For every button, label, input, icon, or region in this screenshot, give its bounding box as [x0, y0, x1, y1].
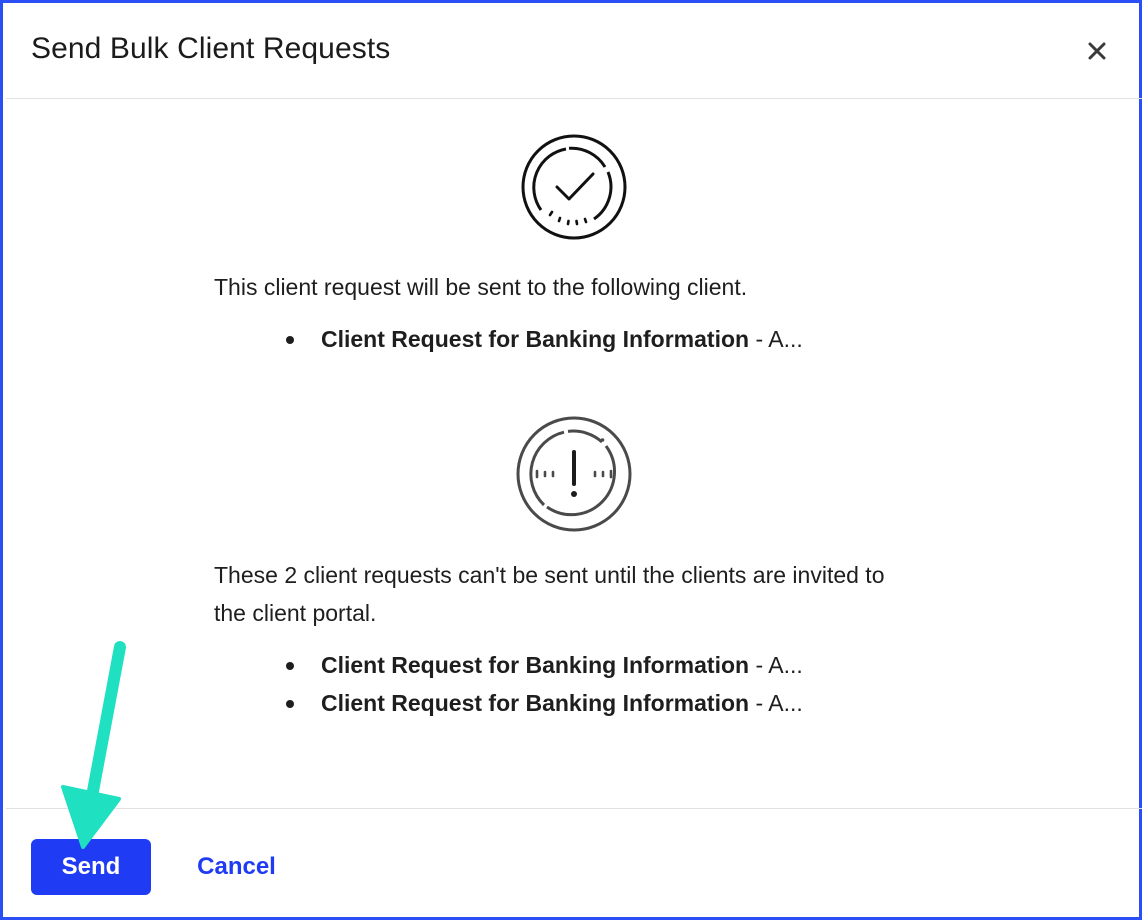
pointer-arrow-icon — [61, 641, 126, 849]
warning-message: These 2 client requests can't be sent un… — [214, 562, 885, 626]
list-item: Client Request for Banking Information -… — [286, 646, 803, 684]
request-name: Client Request for Banking Information — [321, 326, 750, 352]
dialog-title: Send Bulk Client Requests — [31, 32, 391, 65]
send-button[interactable]: Send — [31, 839, 151, 895]
request-name: Client Request for Banking Information — [321, 690, 750, 716]
cancel-button[interactable]: Cancel — [179, 839, 294, 895]
sendable-requests-list: Client Request for Banking Information -… — [286, 320, 803, 358]
request-suffix: - A... — [749, 690, 803, 716]
request-suffix: - A... — [749, 326, 803, 352]
close-icon — [1088, 42, 1106, 60]
check-circle-icon — [521, 134, 627, 240]
exclamation-circle-icon — [516, 416, 632, 532]
list-item: Client Request for Banking Information -… — [286, 320, 803, 358]
close-button[interactable] — [1082, 36, 1112, 66]
success-message: This client request will be sent to the … — [214, 274, 748, 300]
request-suffix: - A... — [749, 652, 803, 678]
request-name: Client Request for Banking Information — [321, 652, 750, 678]
dialog-header: Send Bulk Client Requests — [6, 6, 1142, 99]
list-item: Client Request for Banking Information -… — [286, 684, 803, 722]
blocked-requests-list: Client Request for Banking Information -… — [286, 646, 803, 722]
footer-divider — [6, 808, 1142, 809]
